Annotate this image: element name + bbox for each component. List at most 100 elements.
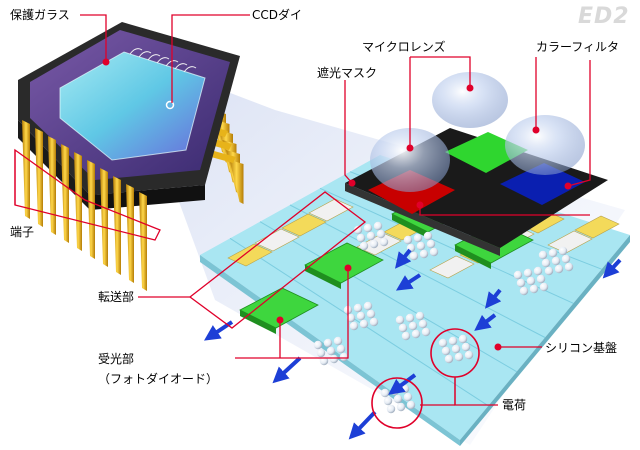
grid-line: [289, 204, 546, 338]
charge-ball: [558, 246, 568, 256]
charge-ball: [409, 251, 419, 261]
pin: [22, 120, 30, 219]
bond-wire: [183, 66, 197, 73]
grid-line: [259, 221, 517, 373]
leader-dots: [102, 58, 572, 351]
charge-ball: [523, 268, 533, 278]
charge-ball: [403, 392, 413, 402]
microlens-3: [505, 115, 585, 175]
charge-ball: [536, 274, 546, 284]
ed2-logo: ED2: [578, 4, 630, 29]
charge-ball: [359, 241, 369, 251]
pin: [113, 176, 121, 275]
charge-ball: [369, 239, 379, 249]
charge-ball: [564, 262, 574, 272]
charge-ball: [323, 338, 333, 348]
bond-wire: [174, 63, 188, 70]
charge-ball: [353, 225, 363, 235]
label-ccd-die: CCDダイ: [252, 8, 302, 22]
charge-ball: [326, 346, 336, 356]
label-terminal: 端子: [10, 225, 35, 239]
charge-ball: [551, 256, 561, 266]
charge-ball: [533, 266, 543, 276]
charge-ball: [413, 233, 423, 243]
charge-ball: [458, 334, 468, 344]
charge-ball: [408, 321, 418, 331]
charge-ball: [429, 247, 439, 257]
label-microlens: マイクロレンズ: [362, 40, 446, 54]
label-silicon-substrate: シリコン基盤: [545, 341, 618, 355]
label-photodiode: 受光部: [98, 352, 135, 366]
charge-ball: [383, 396, 393, 406]
microlens-2: [432, 72, 508, 128]
charge-ball: [373, 221, 383, 231]
label-photodiode-sub: （フォトダイオード）: [98, 372, 219, 386]
charge-group: [313, 221, 574, 414]
label-light-shield-mask: 遮光マスク: [317, 66, 378, 80]
photodiode-side: [392, 214, 428, 238]
transfer-arrow: [272, 356, 302, 384]
transfer-arrow: [474, 313, 497, 331]
charge-ball: [406, 400, 416, 410]
charge-ball: [423, 231, 433, 241]
charge-ball: [339, 352, 349, 362]
charge-ball: [451, 344, 461, 354]
charge-ball: [464, 350, 474, 360]
charge-ball: [539, 282, 549, 292]
pin: [100, 168, 108, 267]
charge-ball: [454, 352, 464, 362]
charge-ball: [544, 266, 554, 276]
charge-ball: [405, 313, 415, 323]
charge-ball: [538, 250, 548, 260]
charge-ball: [349, 321, 359, 331]
transfer-strip: [429, 255, 475, 279]
charge-ball: [448, 336, 458, 346]
sensor-structure: [200, 72, 630, 446]
pin: [61, 144, 69, 243]
pin: [139, 192, 147, 291]
transfer-arrows: [204, 248, 622, 440]
charge-ball: [513, 270, 523, 280]
charge-ball: [336, 344, 346, 354]
pin: [35, 128, 43, 227]
photodiode-side: [455, 245, 491, 269]
charge-ball: [366, 231, 376, 241]
charge-ball: [329, 354, 339, 364]
charge-ball: [319, 356, 329, 366]
filter-blue: [500, 163, 585, 205]
charge-ball: [554, 264, 564, 274]
pin: [229, 160, 244, 204]
charge-ball: [519, 286, 529, 296]
charge-ball: [356, 233, 366, 243]
pin: [74, 152, 82, 251]
charge-ball: [356, 311, 366, 321]
charge-ball: [316, 348, 326, 358]
bond-wire: [156, 57, 170, 64]
charge-ball: [369, 317, 379, 327]
charge-ball: [541, 258, 551, 268]
ccd-package: [18, 22, 244, 291]
charge-ball: [548, 248, 558, 258]
label-transfer-section: 転送部: [98, 290, 135, 304]
charge-ball: [398, 323, 408, 333]
charge-ball: [376, 229, 386, 239]
charge-ball: [346, 313, 356, 323]
transfer-arrow: [348, 410, 377, 440]
charge-ball: [438, 338, 448, 348]
charge-ball: [379, 237, 389, 247]
label-charge: 電荷: [502, 398, 527, 412]
charge-ball: [415, 311, 425, 321]
bond-wire: [138, 51, 152, 58]
charge-ball: [363, 223, 373, 233]
charge-ball: [426, 239, 436, 249]
charge-ball: [418, 319, 428, 329]
ccd-die-marker: [165, 100, 175, 110]
bond-wire: [129, 48, 143, 55]
pins-front: [22, 120, 147, 291]
charge-ball: [419, 249, 429, 259]
charge-ball: [526, 276, 536, 286]
charge-ball: [333, 336, 343, 346]
charge-ball: [461, 342, 471, 352]
charge-ball: [359, 319, 369, 329]
